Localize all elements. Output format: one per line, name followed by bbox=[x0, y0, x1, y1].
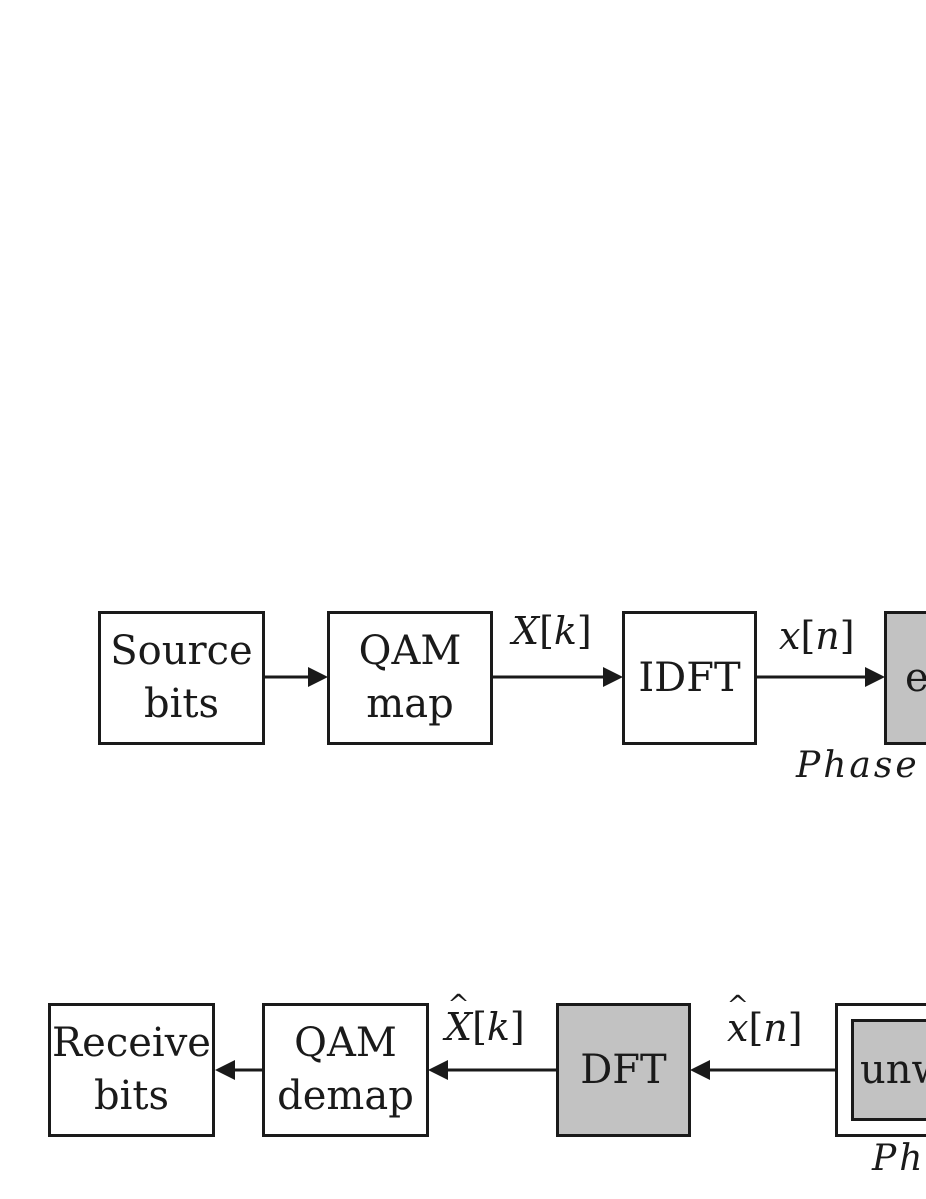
arrowhead-idft-to-encode bbox=[865, 667, 885, 687]
dft-label: DFT bbox=[580, 1046, 667, 1093]
encode-block-partial: e bbox=[884, 611, 926, 745]
idft-block: IDFT bbox=[622, 611, 757, 745]
arrowhead-unwrap-to-dft bbox=[690, 1060, 710, 1080]
signal-label-xhat-n: x[n] bbox=[727, 1009, 803, 1047]
source-bits-block: Source bits bbox=[98, 611, 265, 745]
source-bits-line1: Source bbox=[110, 628, 253, 675]
source-bits-line2: bits bbox=[144, 681, 219, 727]
signal-Xhat-k-close-bracket: ] bbox=[509, 1005, 525, 1049]
signal-xhat-n-close-bracket: ] bbox=[787, 1006, 803, 1050]
signal-Xk-index: k bbox=[553, 609, 577, 653]
qam-map-line2: map bbox=[366, 681, 454, 727]
encode-block-label: e bbox=[905, 654, 926, 701]
qam-map-line1: QAM bbox=[358, 628, 462, 675]
phase-label-receiver: Ph bbox=[872, 1138, 926, 1179]
signal-label-Xk: X[k] bbox=[512, 612, 592, 650]
qam-map-block: QAM map bbox=[327, 611, 493, 745]
unwrap-inner-block-partial: unw bbox=[851, 1019, 926, 1121]
signal-label-Xhat-k: X[k] bbox=[445, 1008, 525, 1046]
qam-demap-line2: demap bbox=[277, 1073, 414, 1119]
signal-xn-close-bracket: ] bbox=[839, 614, 855, 658]
phase-label-transmitter: Phase bbox=[796, 745, 920, 786]
receive-bits-block: Receive bits bbox=[48, 1003, 215, 1137]
qam-demap-block: QAM demap bbox=[262, 1003, 429, 1137]
signal-xn-var: x bbox=[779, 614, 801, 658]
signal-label-xn: x[n] bbox=[779, 617, 855, 655]
signal-Xhat-k-open-bracket: [ bbox=[472, 1005, 487, 1049]
receive-bits-line1: Receive bbox=[52, 1020, 211, 1067]
idft-label: IDFT bbox=[638, 654, 741, 701]
signal-xhat-n-var: x bbox=[727, 1009, 748, 1047]
signal-xhat-n-index: n bbox=[763, 1006, 788, 1050]
signal-Xk-var: X bbox=[512, 609, 540, 653]
arrowhead-source-to-qam bbox=[308, 667, 328, 687]
receive-bits-line2: bits bbox=[94, 1073, 169, 1119]
dft-block: DFT bbox=[556, 1003, 691, 1137]
signal-Xk-open-bracket: [ bbox=[539, 609, 554, 653]
arrowhead-qam-to-idft bbox=[603, 667, 623, 687]
signal-xn-open-bracket: [ bbox=[800, 614, 816, 658]
signal-Xhat-k-index: k bbox=[486, 1005, 510, 1049]
signal-xn-index: n bbox=[815, 614, 840, 658]
arrowhead-dft-to-qam-demap bbox=[428, 1060, 448, 1080]
signal-Xk-close-bracket: ] bbox=[576, 609, 592, 653]
signal-xhat-n-open-bracket: [ bbox=[748, 1006, 764, 1050]
unwrap-block-label: unw bbox=[860, 1047, 926, 1093]
arrowhead-demap-to-receive bbox=[215, 1060, 235, 1080]
qam-demap-line1: QAM bbox=[294, 1020, 397, 1067]
signal-Xhat-k-var: X bbox=[445, 1008, 472, 1046]
